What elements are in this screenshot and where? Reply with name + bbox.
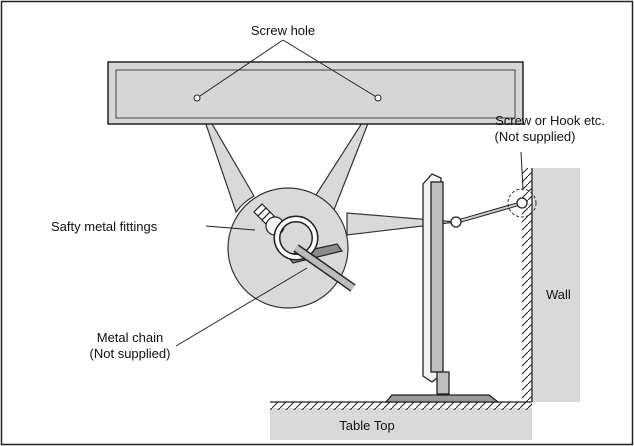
screw-hole-right-icon <box>374 94 382 102</box>
screw-hook-label-line1: Screw or Hook etc. <box>495 113 605 128</box>
chain-to-wall <box>450 188 537 228</box>
tv-side-view <box>384 173 500 403</box>
wall-label: Wall <box>546 287 571 302</box>
label-leaders <box>175 151 524 347</box>
safety-fittings-label: Safty metal fittings <box>51 219 158 234</box>
screw-hole-left-icon <box>193 94 201 102</box>
magnifier-callout <box>196 97 457 309</box>
wall-hook-highlight <box>507 188 537 218</box>
screw-hook-label-line2: (Not supplied) <box>495 129 576 144</box>
fitting-ring-icon <box>450 216 462 228</box>
screw-hole-label: Screw hole <box>251 23 315 38</box>
wall-hook-icon <box>516 197 528 209</box>
tv-rear-panel <box>107 61 524 125</box>
screw-hole-leaders <box>193 39 382 102</box>
thread-icon <box>253 203 275 225</box>
wall <box>522 168 580 408</box>
table-top <box>270 401 532 440</box>
table-top-label: Table Top <box>339 418 394 433</box>
metal-chain-label-line1: Metal chain <box>97 330 163 345</box>
magnified-fitting <box>253 203 356 292</box>
metal-chain-label-line2: (Not supplied) <box>90 346 171 361</box>
